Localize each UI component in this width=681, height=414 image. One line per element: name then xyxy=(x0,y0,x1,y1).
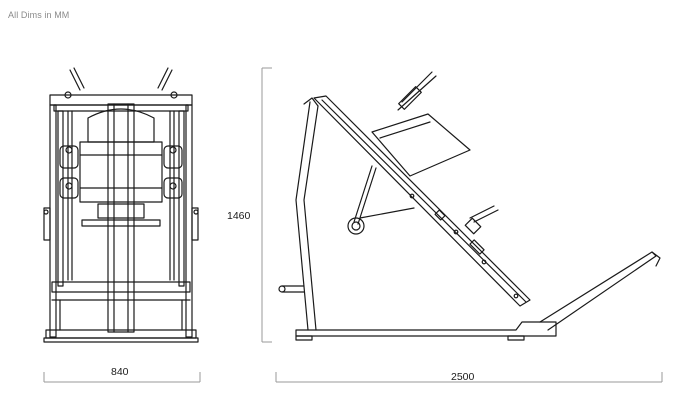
height-dimension-label: 1460 xyxy=(227,210,251,222)
dimension-lines xyxy=(43,67,663,383)
length-dimension-label: 2500 xyxy=(451,371,475,383)
width-dimension-label: 840 xyxy=(111,366,129,378)
side-view xyxy=(278,71,661,341)
dim-line-height xyxy=(261,67,272,343)
units-note: All Dims in MM xyxy=(8,10,70,20)
dim-line-length xyxy=(275,372,663,383)
dim-line-width xyxy=(43,372,201,383)
front-view xyxy=(43,67,199,343)
